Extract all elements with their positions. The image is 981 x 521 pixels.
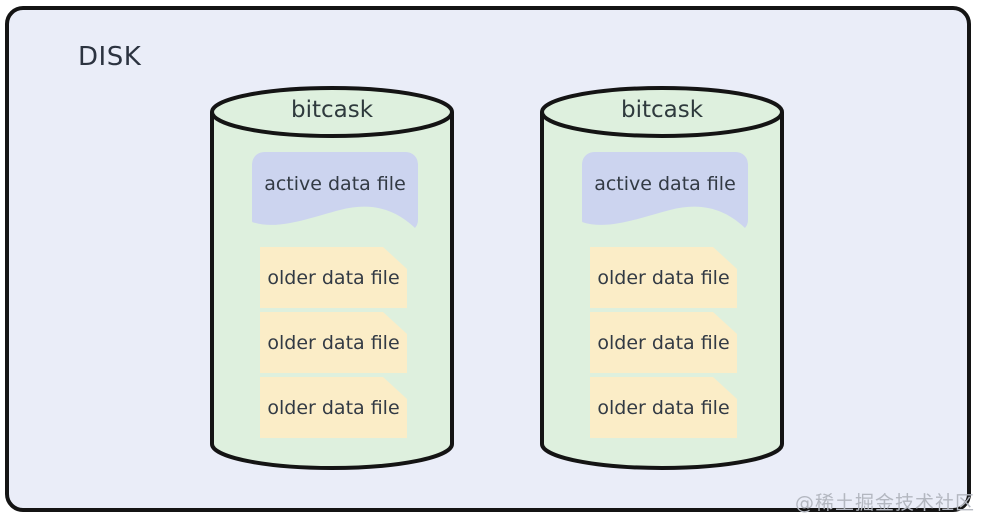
older-data-file-shape: older data file <box>590 312 737 373</box>
older-data-file-label: older data file <box>267 396 400 419</box>
older-data-file-label: older data file <box>267 331 400 354</box>
disk-panel <box>5 6 971 512</box>
older-data-file-shape: older data file <box>590 377 737 438</box>
older-data-file-shape: older data file <box>260 377 407 438</box>
watermark: @稀土掘金技术社区 <box>794 492 975 514</box>
older-data-file-shape: older data file <box>260 247 407 308</box>
older-data-file-shape: older data file <box>590 247 737 308</box>
older-data-file-label: older data file <box>597 396 730 419</box>
disk-label: DISK <box>78 42 142 72</box>
bitcask-cylinder: bitcask active data file older data file… <box>208 84 456 474</box>
cylinder-title: bitcask <box>620 97 704 123</box>
cylinder-top-ellipse <box>210 86 454 138</box>
older-data-file-label: older data file <box>597 266 730 289</box>
cylinder-title: bitcask <box>290 97 374 123</box>
bitcask-cylinder: bitcask active data file older data file… <box>538 84 786 474</box>
older-data-file-label: older data file <box>597 331 730 354</box>
older-data-file-shape: older data file <box>260 312 407 373</box>
active-data-file-label: active data file <box>264 173 406 195</box>
active-data-file-label: active data file <box>594 173 736 195</box>
older-data-file-label: older data file <box>267 266 400 289</box>
cylinder-top-ellipse <box>540 86 784 138</box>
